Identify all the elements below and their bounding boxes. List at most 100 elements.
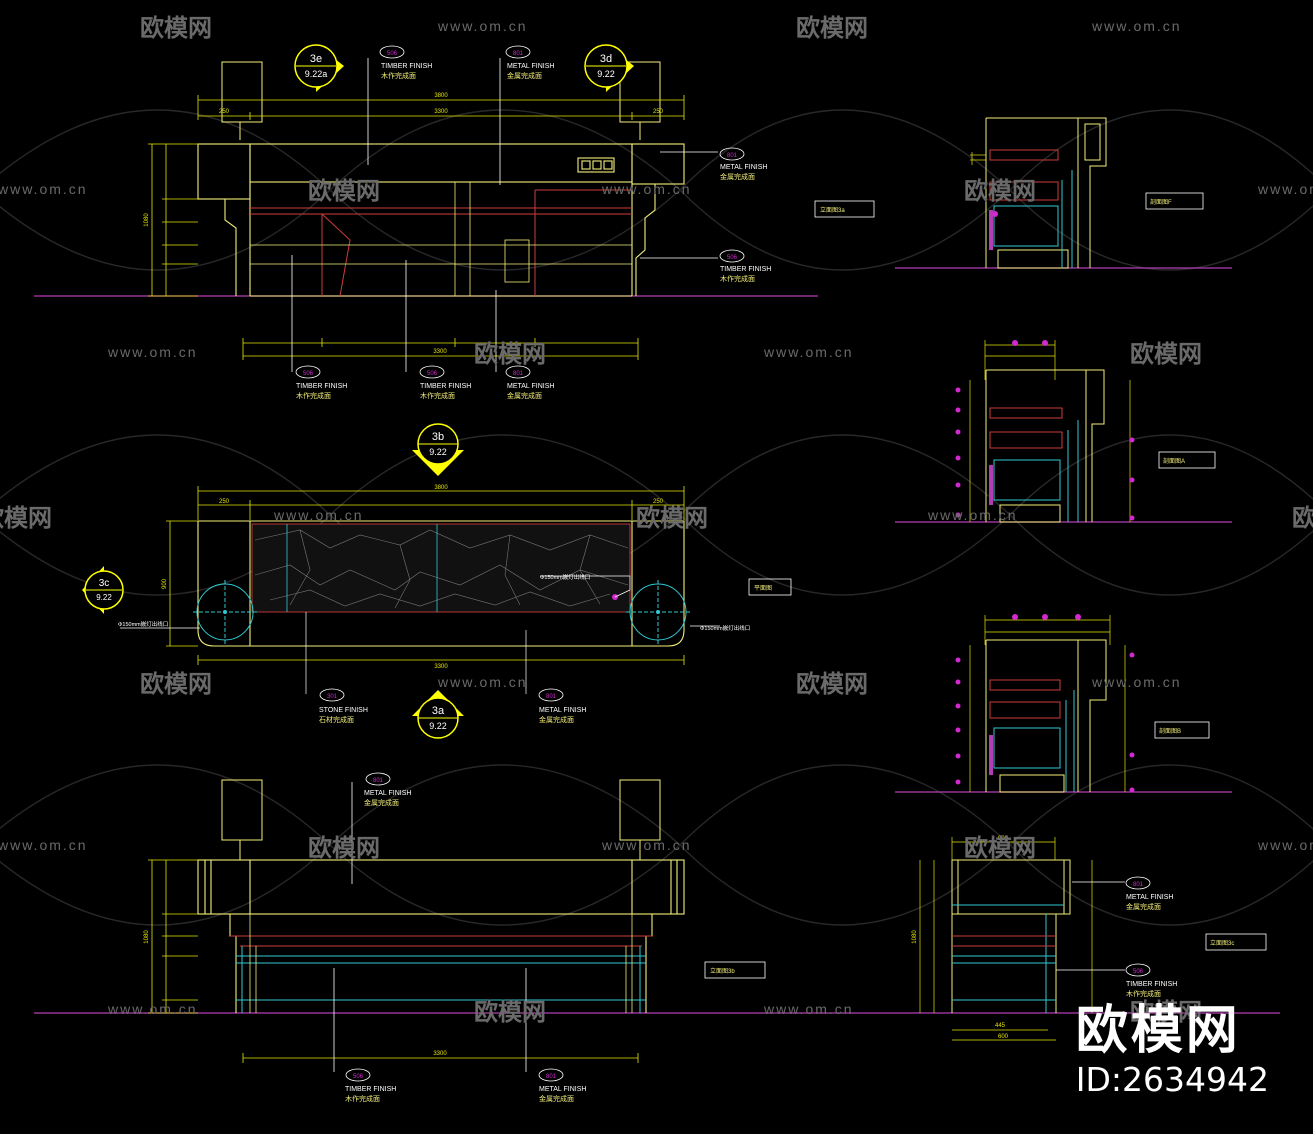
post-left [221,61,263,123]
finish-code: 801 [1133,882,1144,888]
section-f-accent [989,210,993,250]
view-label-rear-elevation: 立面图3b [710,967,735,975]
watermark-url: www.om.cn [601,837,692,853]
finish-en: METAL FINISH [507,63,554,70]
finish-en: STONE FINISH [319,707,368,714]
finish-cn: 金属完成面 [507,71,542,80]
watermark-brand: 欧模网 [636,504,708,532]
finish-tag-metal-right: 801 METAL FINISH 金属完成面 [719,147,767,181]
finish-en: TIMBER FINISH [296,383,347,390]
view-label-box [1205,933,1267,951]
side-elevation-view: 900 445 600 1080 801 METAL [912,836,1267,1041]
finish-code: 506 [727,255,738,261]
finish-code: 506 [353,1074,364,1080]
rear-elevation-view: 1080 3300 801 METAL FINISH 金属完成面 506 TIM… [144,772,766,1103]
watermark-url: www.om.cn [1091,18,1182,34]
section-marker-3e-id: 3e [310,53,322,65]
finish-cn: 木作完成面 [420,391,455,400]
finish-en: TIMBER FINISH [381,63,432,70]
watermark-url: www.om.cn [1257,181,1313,197]
watermark-brand: 欧模网 [0,504,52,532]
finish-en: METAL FINISH [364,790,411,797]
finish-cn: 木作完成面 [381,71,416,80]
view-label-section-b: 剖面图B [1159,727,1181,735]
finish-en: METAL FINISH [539,707,586,714]
plan-note-outlet-right: Φ150mm嵌灯出线口 [700,624,750,632]
view-label-box [748,578,792,596]
finish-cn: 金属完成面 [539,1094,574,1103]
finish-tag-metal-rear-top: 801 METAL FINISH 金属完成面 [364,772,411,807]
watermark-url: www.om.cn [273,507,364,523]
finish-code: 506 [427,371,438,377]
watermark-url: www.om.cn [763,1001,854,1017]
section-marker-3b-id: 3b [432,431,444,443]
dim-height-side: 1080 [912,930,918,944]
finish-cn: 金属完成面 [1126,902,1161,911]
brand-logo-id: ID:2634942 [1075,1060,1269,1099]
finish-code: 801 [513,51,524,57]
watermark-url-group: www.om.cn www.om.cn www.om.cn www.om.cn … [0,18,1313,1017]
rear-post-left [221,779,263,841]
finish-tag-stone: 301 STONE FINISH 石材完成面 [319,688,368,724]
section-b-view: 剖面图B [955,614,1210,793]
section-a-view: 剖面图A [955,340,1216,523]
view-label-section-f: 剖面图F [1150,198,1172,206]
section-f-view: 剖面图F [970,117,1204,269]
section-marker-3a-sheet: 9.22 [429,721,447,731]
finish-code: 506 [1133,969,1144,975]
section-marker-3d: 3d 9.22 [584,44,634,92]
finish-cn: 石材完成面 [319,715,354,724]
side-top-band [951,859,1071,915]
dim-right-end-plan: 250 [653,499,664,505]
dim-height-rear: 1080 [144,930,150,944]
finish-en: METAL FINISH [720,164,767,171]
view-label-side-elevation: 立面图3c [1210,939,1234,947]
finish-code: 801 [546,694,557,700]
section-a-accent [989,465,993,505]
watermark-brand: 欧模网 [474,998,546,1026]
plan-note-outlet-left: Φ150mm嵌灯出线口 [118,620,168,628]
finish-tag-timber-right: 506 TIMBER FINISH 木作完成面 [719,249,771,283]
brand-logo: 欧模网 ID:2634942 [1076,1002,1269,1100]
section-marker-3c-sheet: 9.22 [96,593,112,602]
section-marker-3d-id: 3d [600,53,612,65]
finish-cn: 金属完成面 [507,391,542,400]
section-marker-3b: 3b 9.22 [412,423,464,476]
section-marker-3b-sheet: 9.22 [429,447,447,457]
view-label-plan: 平面图 [754,585,772,592]
section-marker-3a-id: 3a [432,705,445,717]
section-marker-3e-sheet: 9.22a [305,69,328,79]
finish-tag-timber-side: 506 TIMBER FINISH 木作完成面 [1125,963,1177,998]
dim-bottom-rear: 3300 [433,1051,447,1057]
watermark-url: www.om.cn [437,674,528,690]
dim-plan-length: 3300 [434,664,448,670]
section-marker-3a: 3a 9.22 [412,690,464,739]
watermark-brand-group: 欧模网 欧模网 欧模网 欧模网 欧模网 欧模网 欧模网 欧模网 欧模网 欧模网 … [0,14,1313,1026]
view-label-box [1154,721,1210,739]
dim-side-inner: 445 [995,1023,1006,1029]
finish-tag-metal-top: 801 METAL FINISH 金属完成面 [505,45,554,80]
finish-en: TIMBER FINISH [420,383,471,390]
finish-en: METAL FINISH [539,1086,586,1093]
view-label-front-elevation: 立面图3a [820,206,845,214]
front-switch-panel [577,157,615,173]
plan-note-outlet-center: Φ150mm嵌灯出线口 [540,573,590,581]
finish-cn: 金属完成面 [364,798,399,807]
section-marker-3c-id: 3c [99,578,110,589]
section-marker-3e: 3e 9.22a [294,44,344,92]
finish-en: TIMBER FINISH [720,266,771,273]
finish-en: TIMBER FINISH [1126,981,1177,988]
dim-overall-plan: 3800 [434,485,448,491]
finish-cn: 木作完成面 [720,274,755,283]
watermark-url: www.om.cn [0,181,88,197]
view-label-box [1158,451,1216,469]
watermark-url: www.om.cn [601,181,692,197]
watermark-brand: 欧模网 [308,834,380,862]
watermark-url: www.om.cn [107,1001,198,1017]
finish-tag-timber-top: 506 TIMBER FINISH 木作完成面 [379,45,432,80]
watermark-brand: 欧模网 [796,14,868,42]
finish-code: 801 [513,371,524,377]
section-b-accent [989,735,993,775]
finish-tag-metal-plan: 801 METAL FINISH 金属完成面 [538,688,586,724]
